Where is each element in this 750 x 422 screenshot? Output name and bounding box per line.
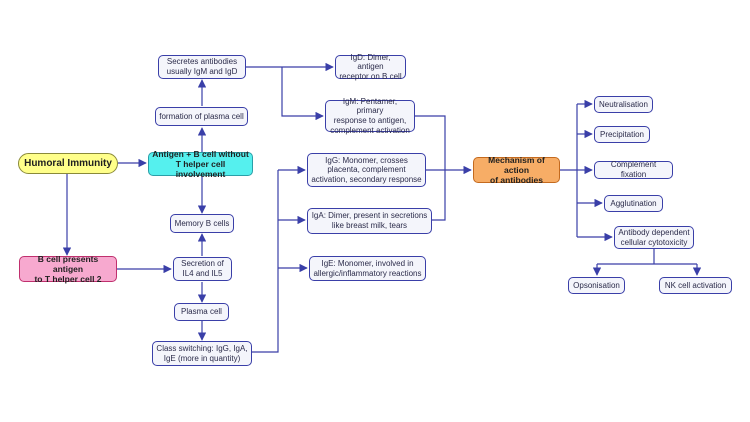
neutralisation-node: Neutralisation <box>594 96 653 113</box>
plasma-cell-node: Plasma cell <box>174 303 229 321</box>
precipitation-node: Precipitation <box>594 126 650 143</box>
complement-fixation-node: Complement fixation <box>594 160 673 179</box>
igg-node: IgG: Monomer, crosses placenta, compleme… <box>307 153 426 187</box>
memory-bcells-node: Memory B cells <box>170 214 234 233</box>
agglutination-node: Agglutination <box>604 195 663 212</box>
edge-class-bus <box>252 170 279 353</box>
secretes-antibodies-node: Secretes antibodies usually IgM and IgD <box>158 55 246 79</box>
ige-node: IgE: Monomer, involved in allergic/infla… <box>309 256 426 281</box>
edge-secretes-to-igm <box>281 67 324 121</box>
antigen-bcell-node: Antigen + B cell without T helper cell i… <box>148 149 253 179</box>
igd-node: IgD: Dimer, antigen receptor on B cell <box>335 53 406 81</box>
nk-cell-activation-node: NK cell activation <box>659 277 732 294</box>
formation-plasma-cell-node: formation of plasma cell <box>155 107 248 126</box>
opsonisation-node: Opsonisation <box>568 277 625 294</box>
bcell-presents-antigen-node: B cell presents antigen to T helper cell… <box>19 254 117 284</box>
adcc-node: Antibody dependent cellular cytotoxicity <box>614 226 694 249</box>
class-switching-node: Class switching: IgG, IgA, IgE (more in … <box>152 341 252 366</box>
edge-igm-to-mechanism <box>415 115 446 221</box>
humoral-immunity-node: Humoral Immunity <box>18 153 118 174</box>
igm-node: IgM: Pentamer, primary response to antig… <box>325 97 415 135</box>
secretion-il4-il5-node: Secretion of IL4 and IL5 <box>173 257 232 281</box>
edge-adcc-bus <box>597 249 697 265</box>
mechanism-of-action-node: Mechanism of action of antibodies <box>473 155 560 185</box>
iga-node: IgA: Dimer, present in secretions like b… <box>307 208 432 234</box>
